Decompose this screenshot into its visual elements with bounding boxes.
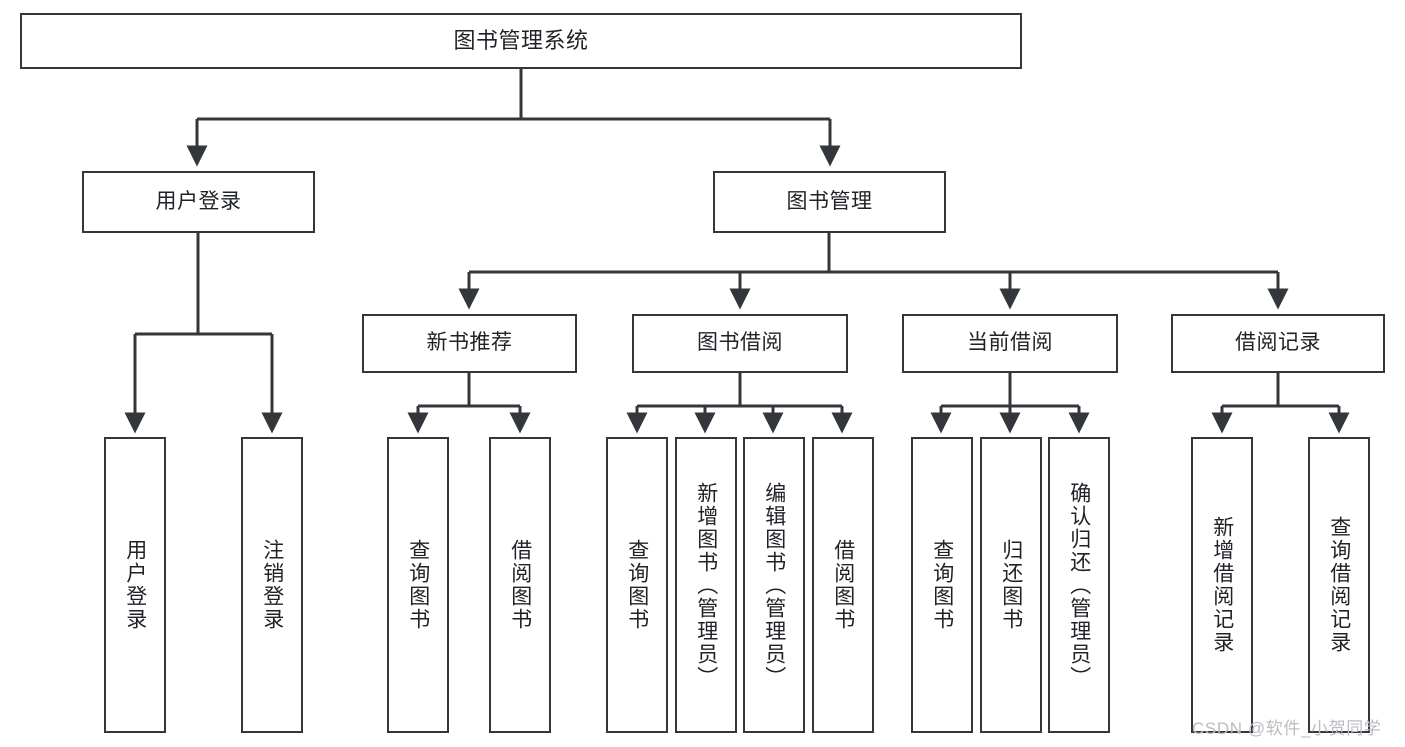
node-label: 确认归还（管理员） (1067, 481, 1091, 689)
leaf-current-confirm-return-admin[interactable]: 确认归还（管理员） (1048, 437, 1110, 733)
node-label: 借阅图书 (508, 539, 532, 631)
node-borrow-records[interactable]: 借阅记录 (1171, 314, 1385, 373)
node-label: 新增借阅记录 (1210, 516, 1234, 654)
node-label: 新增图书（管理员） (694, 481, 718, 689)
node-label: 借阅图书 (831, 539, 855, 631)
node-label: 注销登录 (260, 539, 284, 631)
node-label: 查询借阅记录 (1327, 516, 1351, 654)
leaf-user-login[interactable]: 用户登录 (104, 437, 166, 733)
node-label: 借阅记录 (1235, 331, 1321, 355)
node-label: 用户登录 (155, 189, 242, 213)
node-current-borrow[interactable]: 当前借阅 (902, 314, 1118, 373)
leaf-recommend-query-book[interactable]: 查询图书 (387, 437, 449, 733)
node-label: 查询图书 (406, 539, 430, 631)
node-user-login[interactable]: 用户登录 (82, 171, 315, 233)
leaf-records-query-record[interactable]: 查询借阅记录 (1308, 437, 1370, 733)
leaf-borrow-borrow-book[interactable]: 借阅图书 (812, 437, 874, 733)
leaf-user-logout[interactable]: 注销登录 (241, 437, 303, 733)
leaf-current-query-book[interactable]: 查询图书 (911, 437, 973, 733)
node-label: 当前借阅 (967, 331, 1053, 355)
leaf-borrow-edit-book-admin[interactable]: 编辑图书（管理员） (743, 437, 805, 733)
csdn-watermark: CSDN @软件_小贺同学 (1192, 719, 1382, 738)
leaf-borrow-query-book[interactable]: 查询图书 (606, 437, 668, 733)
node-label: 编辑图书（管理员） (762, 481, 786, 689)
leaf-current-return-book[interactable]: 归还图书 (980, 437, 1042, 733)
node-book-borrow[interactable]: 图书借阅 (632, 314, 848, 373)
node-label: 图书管理系统 (453, 28, 589, 54)
leaf-borrow-add-book-admin[interactable]: 新增图书（管理员） (675, 437, 737, 733)
node-root-system[interactable]: 图书管理系统 (20, 13, 1022, 69)
node-label: 图书管理 (786, 189, 873, 213)
node-new-book-recommend[interactable]: 新书推荐 (362, 314, 577, 373)
leaf-recommend-borrow-book[interactable]: 借阅图书 (489, 437, 551, 733)
node-label: 图书借阅 (697, 331, 783, 355)
node-label: 新书推荐 (426, 331, 513, 355)
node-label: 归还图书 (999, 539, 1023, 631)
node-book-management[interactable]: 图书管理 (713, 171, 946, 233)
node-label: 查询图书 (930, 539, 954, 631)
node-label: 查询图书 (625, 539, 649, 631)
node-label: 用户登录 (123, 539, 147, 631)
leaf-records-add-record[interactable]: 新增借阅记录 (1191, 437, 1253, 733)
